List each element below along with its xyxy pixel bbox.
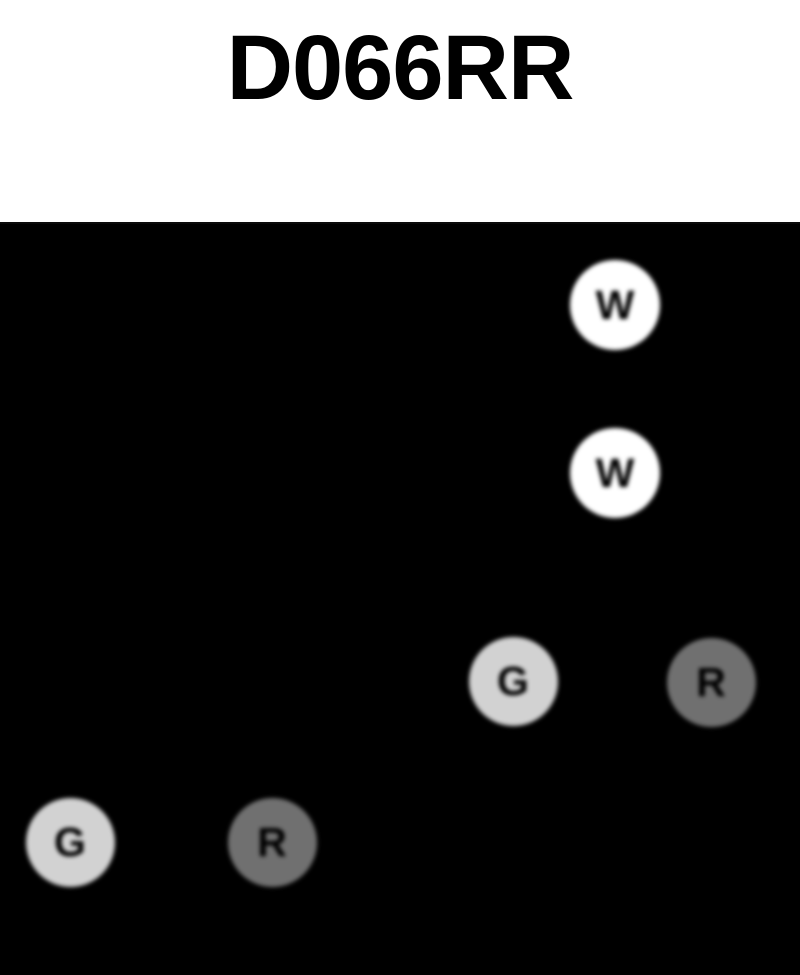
token-letter: G xyxy=(497,657,529,704)
page-title: D066RR xyxy=(226,17,575,119)
dark-scene-panel: W W G R G R xyxy=(0,222,800,975)
token-w-1[interactable]: W xyxy=(570,260,660,350)
token-w-2[interactable]: W xyxy=(570,428,660,518)
token-r-1[interactable]: R xyxy=(666,637,756,727)
token-letter: R xyxy=(696,658,726,705)
token-r-2[interactable]: R xyxy=(227,797,317,887)
token-letter: R xyxy=(257,818,287,865)
token-letter: W xyxy=(595,449,635,496)
token-letter: G xyxy=(54,818,86,865)
title-bar: D066RR xyxy=(0,0,800,222)
scene-top-divider xyxy=(0,222,800,224)
token-g-2[interactable]: G xyxy=(25,797,115,887)
token-letter: W xyxy=(595,281,635,328)
token-g-1[interactable]: G xyxy=(468,636,558,726)
